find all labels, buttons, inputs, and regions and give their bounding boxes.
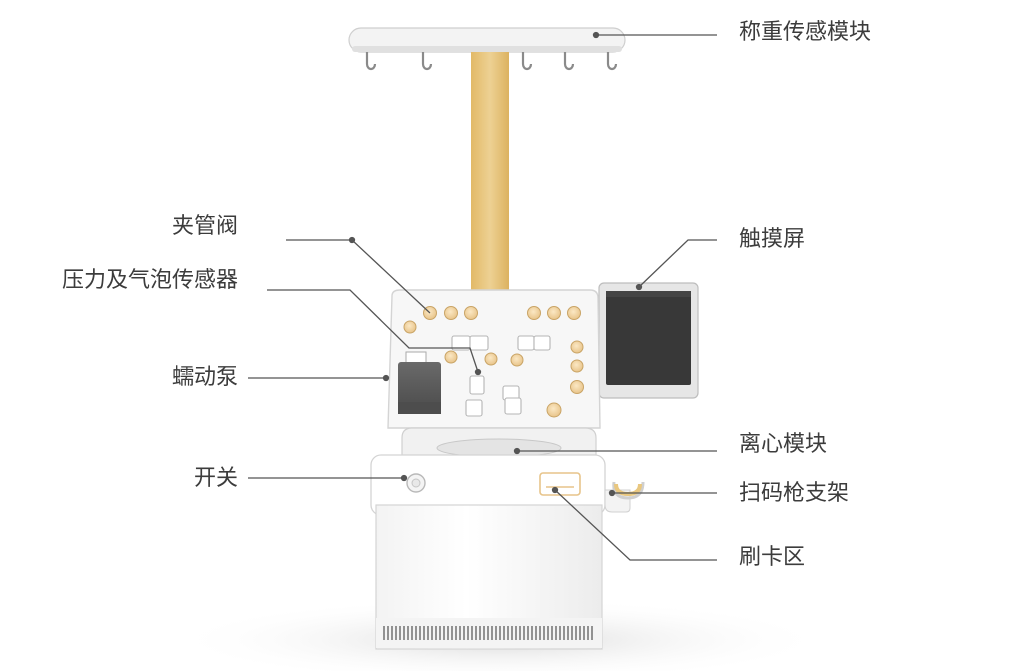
label-pinch-valve: 夹管阀 bbox=[171, 214, 238, 239]
sensor-blocks bbox=[451, 335, 551, 417]
gold-mast bbox=[471, 52, 509, 292]
hook-1 bbox=[365, 52, 377, 71]
centrifuge-module bbox=[401, 427, 597, 459]
scanner-holder bbox=[604, 481, 645, 513]
label-weighing-module: 称重传感模块 bbox=[739, 20, 872, 45]
label-scanner-holder: 扫码枪支架 bbox=[739, 481, 850, 506]
main-cabinet bbox=[370, 454, 606, 650]
touchscreen[interactable] bbox=[589, 282, 699, 399]
vent-grille bbox=[383, 626, 593, 640]
label-power-switch: 开关 bbox=[193, 466, 238, 491]
leader-touchscreen bbox=[638, 239, 717, 288]
hook-5 bbox=[563, 52, 575, 71]
hook-2 bbox=[421, 52, 433, 71]
label-peristaltic-pump: 蠕动泵 bbox=[171, 365, 238, 390]
label-centrifuge-module: 离心模块 bbox=[739, 432, 828, 457]
weighing-bar bbox=[348, 27, 626, 53]
hook-4 bbox=[521, 52, 533, 71]
label-card-reader: 刷卡区 bbox=[739, 545, 806, 570]
leader-pressure-sensor bbox=[267, 289, 479, 373]
leader-card-reader bbox=[554, 489, 717, 561]
leader-lines bbox=[248, 31, 717, 561]
power-switch-button[interactable] bbox=[406, 473, 426, 493]
control-panel bbox=[387, 289, 601, 429]
hanging-hooks bbox=[365, 52, 618, 71]
hook-6 bbox=[606, 52, 618, 71]
label-touchscreen: 触摸屏 bbox=[739, 227, 806, 252]
label-pressure-bubble-sensor: 压力及气泡传感器 bbox=[61, 268, 238, 293]
peristaltic-pump bbox=[398, 351, 441, 414]
